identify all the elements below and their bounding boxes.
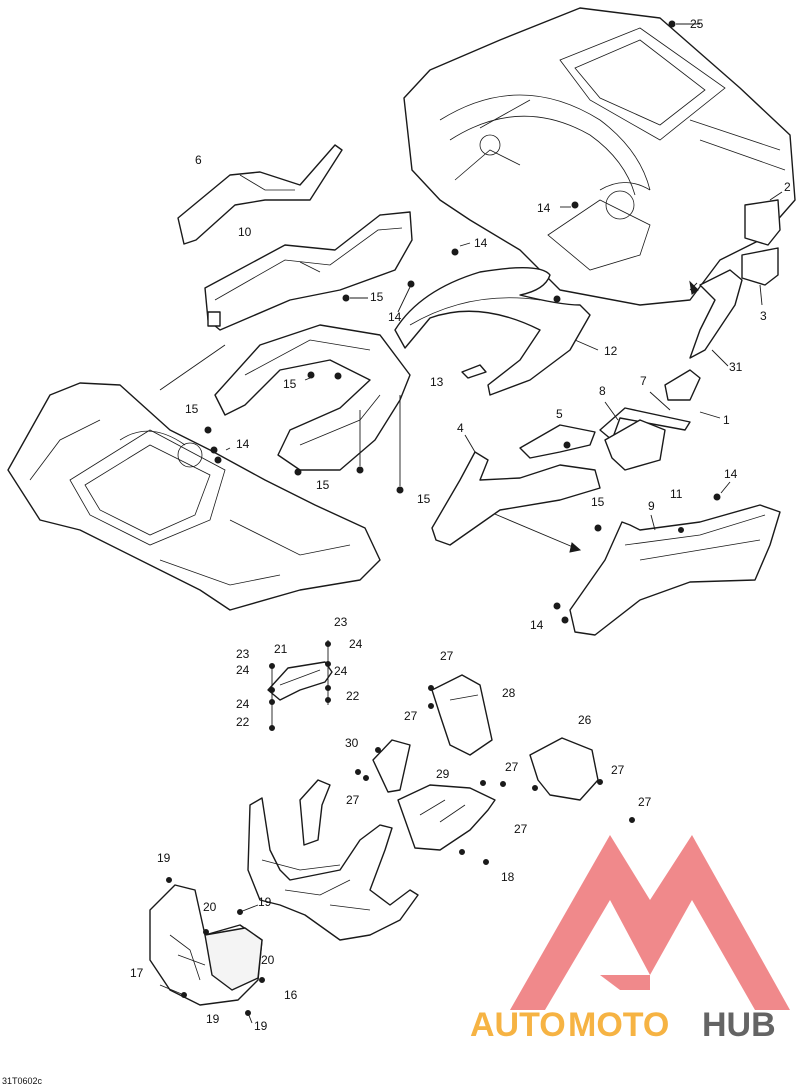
callout-19: 19 [254,1019,268,1033]
part-4-side-trim [431,434,601,546]
logo-triangle-icon [510,835,790,1010]
callout-24: 24 [349,637,363,651]
fasteners-group-a [342,201,579,313]
part-9-right-panel [553,481,781,636]
callout-20: 20 [203,900,217,914]
callout-15: 15 [316,478,330,492]
callout-24: 24 [334,664,348,678]
callout-13: 13 [430,375,444,389]
assembly-arrows [159,280,699,553]
rear-fender-body [403,7,796,306]
callout-5: 5 [556,407,563,421]
callout-14: 14 [236,437,250,451]
callout-23: 23 [334,615,348,629]
part-6-trim-strip [177,144,343,245]
callout-15: 15 [370,290,384,304]
callout-14: 14 [474,236,488,250]
callout-27: 27 [514,822,528,836]
callout-29: 29 [436,767,450,781]
part-12-rear-cover [394,266,599,396]
callout-19: 19 [206,1012,220,1026]
callout-labels: 25 6 10 14 14 14 15 2 3 12 31 13 15 15 1… [2,17,791,1086]
callout-24: 24 [236,663,250,677]
callout-12: 12 [604,344,618,358]
callout-27: 27 [346,793,360,807]
callout-27: 27 [638,795,652,809]
part-31-trim [689,269,743,367]
callout-15: 15 [283,377,297,391]
callout-26: 26 [578,713,592,727]
callout-2: 2 [784,180,791,194]
callout-27: 27 [404,709,418,723]
callout-4: 4 [457,421,464,435]
callout-10: 10 [238,225,252,239]
callout-24: 24 [236,697,250,711]
parts-2-3-brackets [741,191,783,306]
callout-14: 14 [530,618,544,632]
callout-31: 31 [729,360,743,374]
callout-6: 6 [195,153,202,167]
callout-3: 3 [760,309,767,323]
callout-18: 18 [501,870,515,884]
logo-text-hub: HUB [702,1006,776,1044]
callout-23: 23 [236,647,250,661]
callout-7: 7 [640,374,647,388]
front-fender-body [7,382,381,611]
part-21-bracket [267,640,333,731]
callout-14: 14 [537,201,551,215]
front-cover-middle [214,324,411,471]
callout-28: 28 [502,686,516,700]
callout-16: 16 [284,988,298,1002]
callout-22: 22 [236,715,250,729]
callout-19: 19 [157,851,171,865]
logo-text-auto: AUTO [470,1006,566,1044]
callout-25: 25 [690,17,704,31]
part-29-skid [397,780,506,865]
part-25-nut [668,20,700,28]
automotohub-watermark-logo: AUTO MOTO HUB [470,835,790,1044]
callout-30: 30 [345,736,359,750]
callout-27: 27 [611,763,625,777]
frame [247,779,419,941]
drawing-code: 31T0602c [2,1076,43,1086]
logo-text-moto: MOTO [568,1006,669,1044]
callout-19: 19 [258,895,272,909]
callout-14: 14 [724,467,738,481]
part-28-bracket [428,674,493,756]
callout-17: 17 [130,966,144,980]
part-30-bracket [355,739,411,793]
callout-15: 15 [591,495,605,509]
callout-27: 27 [505,760,519,774]
part-26-bracket [529,737,635,823]
callout-22: 22 [346,689,360,703]
callout-15: 15 [417,492,431,506]
callout-21: 21 [274,642,288,656]
callout-14: 14 [388,310,402,324]
fasteners-group-b [204,371,404,494]
callout-11: 11 [670,487,683,501]
callout-27: 27 [440,649,454,663]
part-16-front-bumper [149,877,265,1024]
callout-1: 1 [723,413,730,427]
parts-1-5-7-8-trims [519,369,721,471]
callout-20: 20 [261,953,275,967]
callout-9: 9 [648,499,655,513]
part-10-side-panel [204,211,413,331]
callout-8: 8 [599,384,606,398]
callout-15: 15 [185,402,199,416]
